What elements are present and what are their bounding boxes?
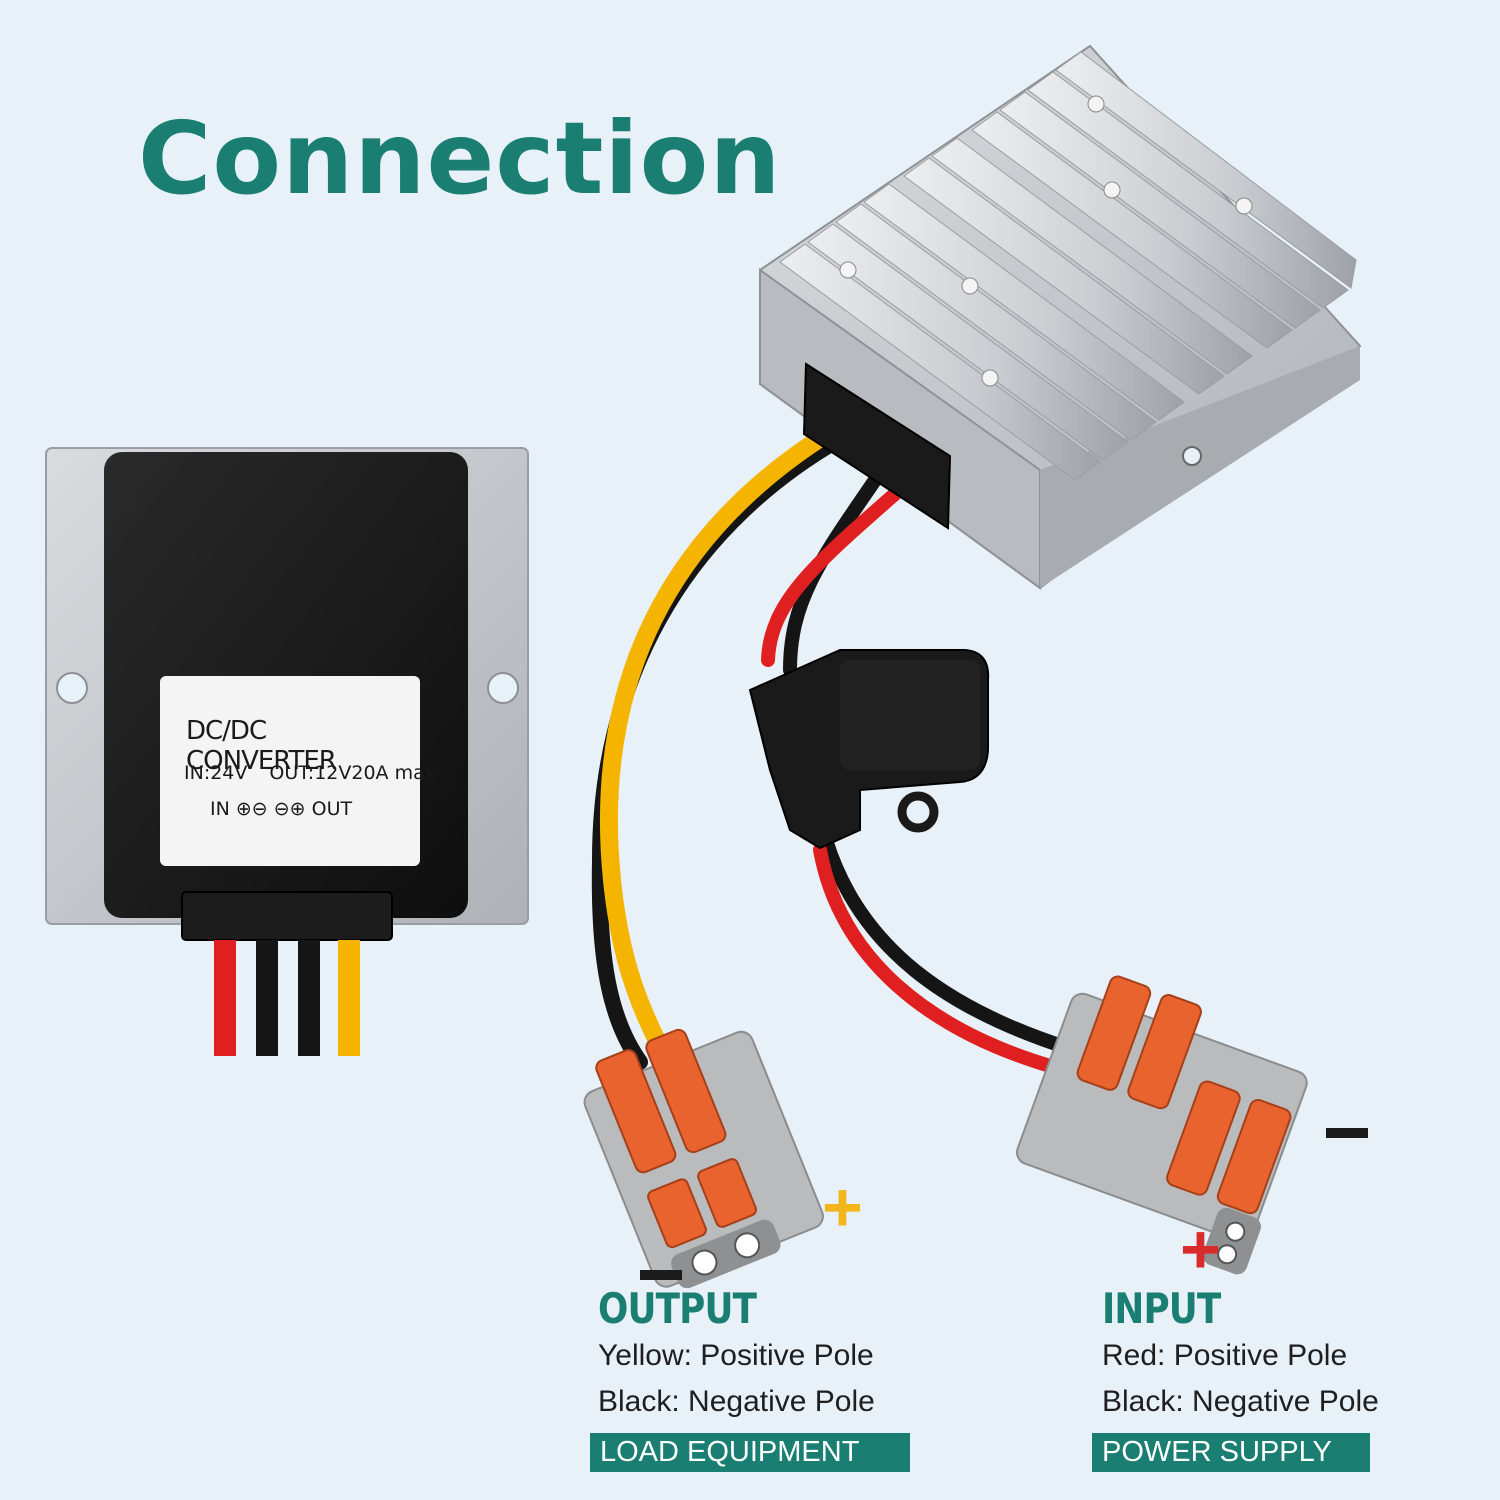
screw-2 <box>961 277 979 295</box>
input-title: INPUT <box>1102 1284 1221 1333</box>
wire-black-front-1 <box>256 940 278 1056</box>
mount-hole <box>1182 446 1202 466</box>
cable-gland <box>181 891 393 941</box>
wire-input-positive-lower <box>813 843 1057 1073</box>
input-minus-sign <box>1326 1128 1368 1138</box>
screw-1 <box>839 261 857 279</box>
converter-pinout: IN ⊕⊖ ⊖⊕ OUT <box>210 798 353 820</box>
input-legend: INPUT Red: Positive Pole Black: Negative… <box>1092 1284 1379 1472</box>
wire-input-negative-lower <box>819 833 1075 1055</box>
output-lever-connector <box>583 1028 824 1289</box>
wire-red-front <box>214 940 236 1056</box>
power-supply-badge: POWER SUPPLY <box>1092 1433 1370 1472</box>
wire-black-front-2 <box>298 940 320 1056</box>
wire-input-positive-upper <box>761 479 911 667</box>
wire-grommet <box>802 362 952 530</box>
screw-5 <box>1103 181 1121 199</box>
mounting-hole-right <box>487 672 519 704</box>
output-rating: OUT:12V20A max <box>269 762 436 784</box>
page-title: Connection <box>138 100 782 217</box>
load-equipment-badge: LOAD EQUIPMENT <box>590 1433 910 1472</box>
input-plus-sign: + <box>1180 1210 1221 1288</box>
output-legend: OUTPUT Yellow: Positive Pole Black: Nega… <box>590 1284 910 1472</box>
heatsink-fins <box>779 51 1357 481</box>
output-plus-sign: + <box>822 1168 863 1246</box>
converter-wires <box>591 423 1075 1073</box>
input-lever-connector <box>1016 975 1308 1275</box>
fuse-holder <box>748 649 990 850</box>
fuse-cap-loop <box>897 791 939 833</box>
output-black-desc: Black: Negative Pole <box>598 1385 875 1418</box>
screw-4 <box>1087 95 1105 113</box>
converter-spec-label: DC/DC CONVERTER IN:24V OUT:12V20A max IN … <box>160 676 436 866</box>
converter-heatsink-view <box>759 44 1362 590</box>
converter-name: DC/DC CONVERTER <box>186 716 337 776</box>
input-black-desc: Black: Negative Pole <box>1102 1385 1379 1418</box>
output-yellow-desc: Yellow: Positive Pole <box>598 1339 874 1372</box>
converter-ratings: IN:24V OUT:12V20A max <box>184 762 436 784</box>
screw-6 <box>1235 197 1253 215</box>
screw-3 <box>981 369 999 387</box>
mounting-hole-left <box>56 672 88 704</box>
output-title: OUTPUT <box>598 1284 757 1333</box>
wire-output-positive <box>599 423 839 1071</box>
output-minus-sign <box>640 1270 682 1280</box>
input-rating: IN:24V <box>184 762 248 784</box>
input-red-desc: Red: Positive Pole <box>1102 1339 1348 1372</box>
wire-yellow-front <box>338 940 360 1056</box>
